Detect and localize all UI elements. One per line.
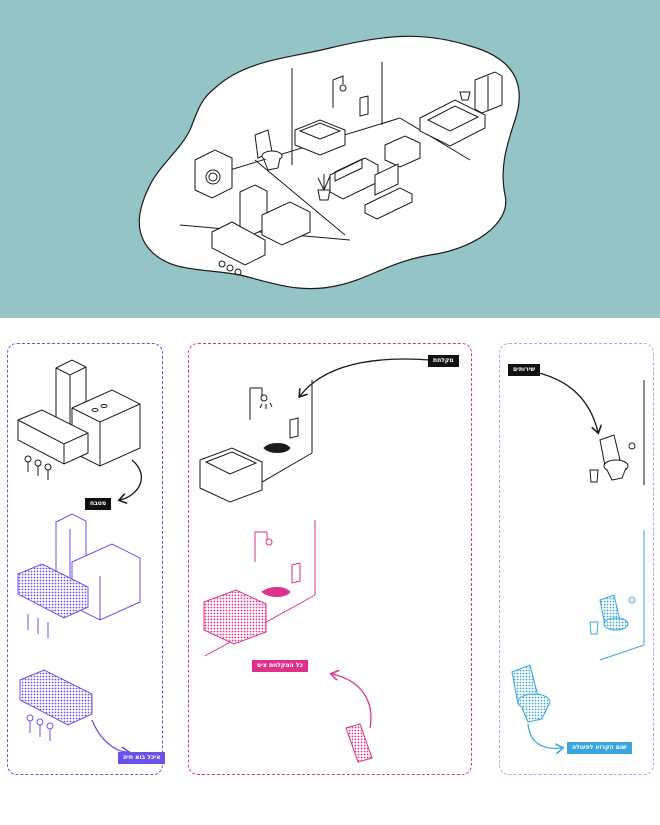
shower-icon [332, 75, 347, 108]
towel-icon [289, 417, 299, 439]
toilets-tag: שירותים [508, 364, 541, 376]
shower-scene-pink [203, 520, 316, 657]
kitchen-alive-tag: איכל בוא חיה [118, 752, 166, 764]
kitchen-icon [17, 513, 141, 638]
kitchen-island-icon [19, 669, 93, 741]
toilet-action-arrow [527, 723, 562, 748]
bathtub-icon [199, 447, 263, 503]
wardrobe-icon [474, 71, 503, 114]
shower-arrow [300, 358, 431, 396]
toilet-scene-blue [589, 530, 645, 661]
water-puddle-icon [263, 443, 291, 453]
toilets-arrow [534, 371, 598, 432]
room-illustrations [17, 358, 645, 763]
bathtub-icon [294, 119, 346, 156]
kitchen-alive-arrow [91, 719, 128, 752]
shower-icon [249, 387, 263, 420]
armchair-icon [384, 135, 421, 168]
plant-icon [317, 174, 331, 201]
towel-icon [345, 723, 373, 763]
hero-illustration [0, 0, 660, 318]
toilet-scene [589, 380, 645, 485]
towel-icon [359, 95, 369, 117]
kitchen-panel [7, 343, 163, 775]
trash-bin-icon [589, 469, 599, 483]
bed-icon [419, 99, 486, 147]
toilet-panel [499, 343, 654, 775]
washing-machine-icon [194, 149, 233, 199]
lamp-icon [459, 91, 471, 101]
apartment-island [138, 35, 520, 290]
toilet-icon [511, 664, 551, 723]
toilet-icon [254, 129, 283, 171]
shower-full-arrow [332, 674, 372, 729]
shower-panel [188, 343, 472, 775]
shower-full-tag: כל המקלחת צים [252, 660, 308, 672]
shower-tag: מקלחת [428, 355, 459, 367]
kitchen-icon [211, 184, 311, 276]
kitchen-tag: מטבח [85, 498, 112, 510]
tv-stand-icon [364, 163, 413, 220]
kitchen-icon [17, 359, 141, 480]
toilet-action-tag: שום הקרוע לפעולה [567, 742, 632, 754]
kitchen-arrow [120, 459, 142, 500]
shower-scene [199, 380, 313, 503]
